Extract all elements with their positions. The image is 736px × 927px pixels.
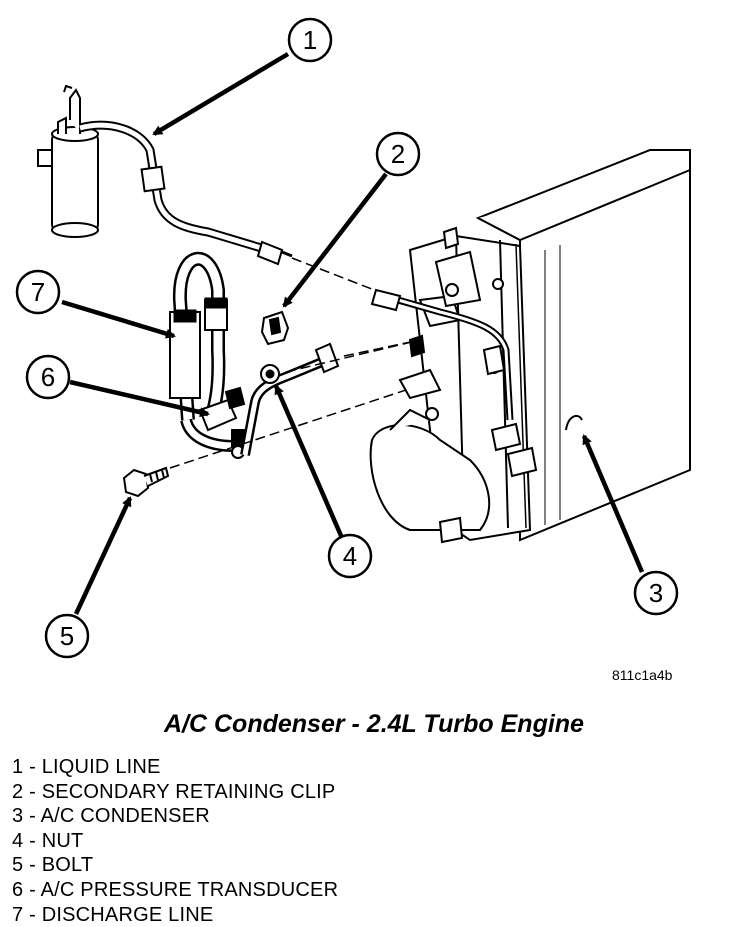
arrow-6 [69, 379, 210, 418]
callout-5: 5 [44, 613, 90, 659]
callout-7: 7 [15, 269, 61, 315]
svg-text:2: 2 [391, 139, 405, 169]
svg-text:7: 7 [31, 277, 45, 307]
legend-item: 7 - DISCHARGE LINE [12, 903, 214, 926]
condenser-assembly [369, 149, 691, 544]
svg-text:1: 1 [303, 25, 317, 55]
figure-caption: A/C Condenser - 2.4L Turbo Engine [164, 710, 584, 738]
legend-item: 1 - LIQUID LINE [12, 756, 161, 778]
condenser-diagram: 1 2 3 4 5 6 7 [15, 17, 691, 659]
receiver-drier [37, 84, 99, 238]
figure-code: 811c1a4b [612, 667, 673, 683]
svg-text:5: 5 [60, 621, 74, 651]
callout-3: 3 [633, 570, 679, 616]
retaining-clip [260, 310, 290, 346]
arrow-5 [73, 496, 133, 615]
legend-list: 1 - LIQUID LINE 2 - SECONDARY RETAINING … [12, 755, 338, 927]
legend-item: 5 - BOLT [12, 854, 94, 877]
legend-item: 4 - NUT [12, 829, 84, 852]
callout-2: 2 [375, 131, 421, 177]
callout-4: 4 [327, 533, 373, 579]
svg-text:3: 3 [649, 578, 663, 608]
svg-text:4: 4 [343, 541, 357, 571]
discharge-line [169, 252, 249, 454]
arrow-2 [282, 172, 388, 308]
arrow-3 [581, 434, 645, 573]
legend-item: 3 - A/C CONDENSER [12, 805, 210, 828]
discharge-tube [240, 342, 340, 456]
bolt [122, 466, 170, 498]
arrow-7 [61, 299, 176, 339]
callout-1: 1 [287, 17, 333, 63]
callout-6: 6 [25, 354, 71, 400]
arrow-4 [273, 384, 345, 539]
legend-item: 6 - A/C PRESSURE TRANSDUCER [12, 878, 339, 901]
leader-arrows [61, 52, 645, 615]
arrow-1 [152, 52, 290, 136]
svg-text:6: 6 [41, 362, 55, 392]
legend-item: 2 - SECONDARY RETAINING CLIP [12, 780, 336, 803]
liquid-line [78, 120, 293, 266]
